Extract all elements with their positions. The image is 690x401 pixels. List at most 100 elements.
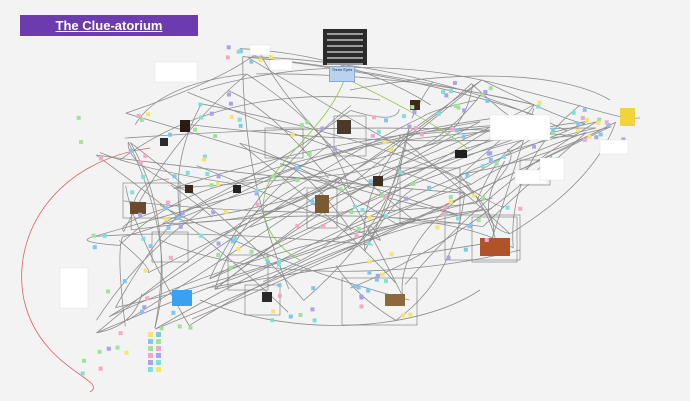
sticky-note[interactable] (353, 204, 357, 209)
sticky-note[interactable] (143, 268, 148, 273)
sticky-note[interactable] (383, 279, 388, 284)
sticky-note[interactable] (156, 360, 161, 365)
sticky-note[interactable] (356, 285, 361, 290)
sticky-note[interactable] (376, 129, 381, 134)
sticky-note[interactable] (97, 349, 102, 354)
sticky-note[interactable] (228, 101, 233, 106)
sticky-note[interactable] (307, 152, 312, 157)
sticky-note[interactable] (177, 324, 182, 329)
sticky-note[interactable] (258, 58, 263, 63)
sticky-note[interactable] (338, 187, 343, 192)
sticky-note[interactable] (585, 117, 590, 122)
sticky-note[interactable] (372, 115, 376, 120)
blue-card[interactable] (172, 290, 192, 306)
sticky-note[interactable] (427, 185, 432, 190)
sticky-note[interactable] (367, 259, 372, 264)
sticky-note[interactable] (359, 295, 364, 300)
sticky-note[interactable] (226, 92, 231, 97)
sticky-note[interactable] (249, 59, 254, 64)
sticky-note[interactable] (448, 195, 453, 200)
sticky-note[interactable] (476, 218, 481, 223)
sticky-note[interactable] (238, 123, 243, 128)
sticky-note[interactable] (366, 288, 371, 293)
sticky-note[interactable] (518, 206, 523, 211)
sticky-note[interactable] (164, 216, 169, 221)
sticky-note[interactable] (229, 115, 234, 119)
sticky-note[interactable] (270, 318, 275, 323)
sticky-note[interactable] (352, 284, 357, 289)
sticky-note[interactable] (412, 110, 417, 114)
sticky-note[interactable] (79, 140, 84, 145)
sticky-note[interactable] (310, 307, 315, 312)
sticky-note[interactable] (228, 265, 233, 270)
sticky-note[interactable] (211, 210, 216, 215)
sticky-note[interactable] (375, 273, 380, 278)
sticky-note[interactable] (164, 206, 169, 211)
sticky-note[interactable] (311, 286, 316, 291)
sticky-note[interactable] (483, 90, 488, 94)
sticky-note[interactable] (332, 147, 337, 152)
sticky-note[interactable] (398, 170, 403, 175)
sticky-note[interactable] (305, 120, 310, 125)
sticky-note[interactable] (480, 92, 485, 97)
sticky-note[interactable] (290, 132, 295, 137)
sticky-note[interactable] (168, 132, 172, 137)
sticky-note[interactable] (411, 181, 416, 186)
sticky-note[interactable] (106, 289, 111, 294)
sticky-note[interactable] (213, 134, 218, 138)
sticky-note[interactable] (165, 200, 170, 205)
sticky-note[interactable] (277, 283, 282, 288)
sticky-note[interactable] (532, 144, 536, 149)
sticky-note[interactable] (441, 90, 446, 94)
sticky-note[interactable] (277, 259, 282, 264)
sticky-note[interactable] (230, 239, 235, 244)
sticky-note[interactable] (456, 216, 460, 221)
sticky-note[interactable] (136, 114, 141, 119)
sticky-note[interactable] (209, 183, 214, 188)
sticky-note[interactable] (480, 164, 485, 168)
sticky-note[interactable] (551, 127, 556, 132)
sticky-note[interactable] (141, 174, 146, 179)
sticky-note[interactable] (198, 102, 203, 107)
sticky-note[interactable] (99, 156, 103, 161)
sticky-note[interactable] (216, 174, 221, 179)
sticky-note[interactable] (389, 252, 394, 257)
sticky-note[interactable] (576, 122, 581, 126)
sticky-note[interactable] (216, 253, 221, 257)
sticky-note[interactable] (129, 148, 134, 153)
sticky-note[interactable] (481, 195, 485, 200)
sticky-note[interactable] (205, 172, 210, 176)
sticky-note[interactable] (441, 212, 446, 217)
sticky-note[interactable] (148, 367, 153, 372)
sticky-note[interactable] (446, 255, 451, 260)
board-title-banner[interactable]: The Clue-atorium (20, 15, 198, 36)
sticky-note[interactable] (349, 210, 354, 214)
sticky-note[interactable] (505, 205, 510, 210)
sticky-note[interactable] (597, 117, 602, 122)
sticky-note[interactable] (410, 105, 415, 110)
sticky-note[interactable] (226, 45, 231, 50)
sticky-note[interactable] (265, 260, 270, 265)
sticky-note[interactable] (407, 124, 412, 129)
sticky-note[interactable] (199, 115, 204, 120)
sticky-note[interactable] (140, 309, 144, 314)
sticky-note[interactable] (249, 249, 254, 254)
sticky-note[interactable] (156, 339, 161, 344)
sticky-note[interactable] (594, 135, 599, 140)
sticky-note[interactable] (452, 81, 457, 85)
sticky-note[interactable] (485, 98, 490, 103)
sticky-note[interactable] (268, 55, 273, 59)
sticky-notes-layer[interactable] (76, 45, 626, 376)
sticky-note[interactable] (419, 132, 424, 137)
sticky-note[interactable] (122, 279, 127, 284)
sticky-note[interactable] (172, 174, 177, 179)
sticky-note[interactable] (255, 202, 260, 207)
sticky-note[interactable] (580, 116, 585, 120)
sticky-note[interactable] (471, 193, 476, 198)
sticky-note[interactable] (488, 86, 493, 91)
sticky-note[interactable] (202, 157, 207, 162)
sticky-note[interactable] (368, 179, 373, 184)
sticky-note[interactable] (453, 103, 458, 108)
sticky-note[interactable] (606, 122, 611, 127)
sticky-note[interactable] (295, 223, 300, 228)
